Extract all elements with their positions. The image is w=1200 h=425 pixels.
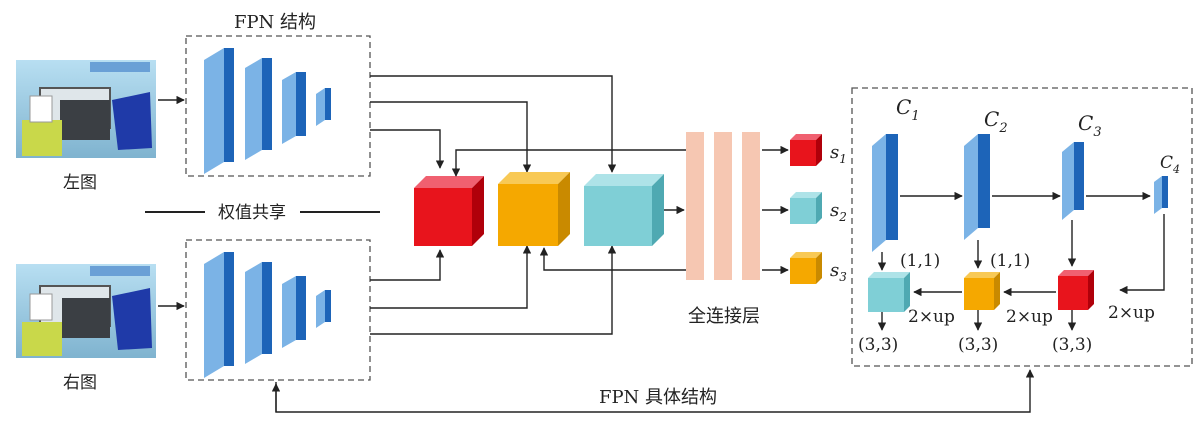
right-image-label: 右图	[63, 373, 97, 393]
cube-feedback-connections	[451, 149, 686, 271]
fpn-detail-box	[851, 87, 1193, 367]
red-cost-cube	[414, 176, 484, 246]
right-image	[16, 264, 156, 358]
bottom-feature-connections	[370, 245, 617, 335]
fpn-detail-connector	[271, 369, 1035, 413]
top-feature-connections	[370, 75, 617, 173]
weight-sharing-label: 权值共享	[218, 203, 286, 223]
kernel-1x1-label-a: (1,1)	[900, 251, 940, 271]
cyan-cost-cube	[584, 174, 664, 246]
score-cube-s2	[790, 192, 822, 224]
left-image-label: 左图	[63, 173, 97, 193]
c1-layer	[872, 134, 898, 252]
score-label-s3: s3	[830, 260, 847, 284]
fpn-detail-label: FPN 具体结构	[599, 387, 717, 408]
fpn-title: FPN 结构	[234, 12, 316, 33]
merge-cube-red	[1058, 270, 1094, 310]
left-image	[16, 60, 156, 158]
fc-layer	[686, 132, 760, 280]
c3-label: C3	[1078, 111, 1102, 140]
upsample-label-b: 2×up	[1006, 307, 1053, 327]
c4-layer	[1154, 176, 1168, 214]
score-label-s2: s2	[830, 200, 847, 224]
c2-layer	[964, 134, 990, 240]
fpn-layers-bottom	[204, 252, 331, 378]
c1-label: C1	[896, 95, 920, 124]
fpn-box-bottom	[185, 239, 371, 381]
kernel-3x3-label-c: (3,3)	[1052, 335, 1092, 355]
score-cube-s3	[790, 252, 822, 284]
score-cube-s1	[790, 134, 822, 166]
merge-cube-cyan	[868, 272, 910, 312]
fc-layer-label: 全连接层	[688, 306, 760, 327]
c4-label: C4	[1160, 153, 1180, 176]
fpn-layers-top	[204, 48, 331, 174]
c3-layer	[1062, 142, 1084, 220]
upsample-label-c: 2×up	[1108, 303, 1155, 323]
lateral-arrows	[877, 214, 1165, 295]
fpn-box-top	[185, 35, 371, 177]
orange-cost-cube	[498, 172, 570, 246]
kernel-3x3-label-a: (3,3)	[858, 335, 898, 355]
c2-label: C2	[984, 107, 1008, 136]
kernel-3x3-label-b: (3,3)	[958, 335, 998, 355]
upsample-label-a: 2×up	[908, 307, 955, 327]
merge-cube-orange	[964, 272, 1000, 310]
fc-output-arrows	[762, 145, 789, 275]
score-label-s1: s1	[830, 142, 847, 166]
output-arrows	[877, 310, 1077, 331]
kernel-1x1-label-b: (1,1)	[990, 251, 1030, 271]
